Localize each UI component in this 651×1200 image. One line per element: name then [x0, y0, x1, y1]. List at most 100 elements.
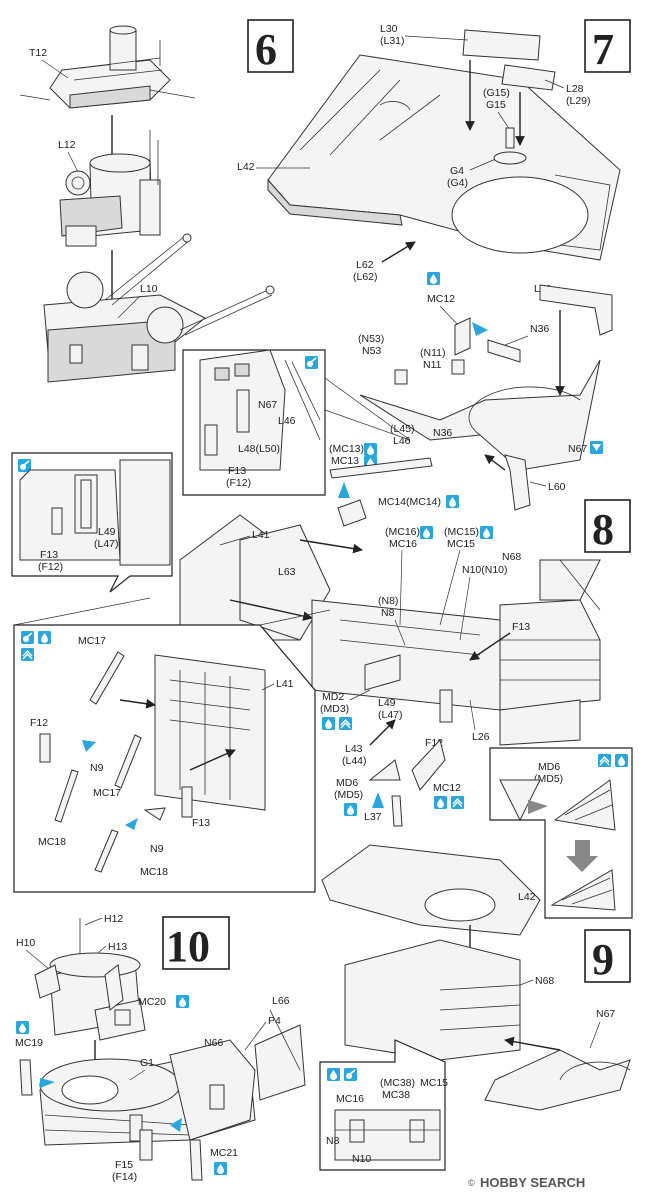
label-md2: MD2 [322, 691, 344, 703]
part-mc18 [54, 769, 79, 823]
paint-drop-icon [327, 1068, 340, 1081]
part-f12 [439, 689, 453, 723]
label-h10: H10 [16, 937, 35, 949]
paint-drop-icon [434, 796, 447, 809]
part-mc21 [189, 1139, 203, 1181]
grey-arrow [528, 800, 548, 814]
part-l30 [462, 29, 541, 61]
paint-drop-icon [38, 631, 51, 644]
label-n8-step9: N8 [326, 1135, 340, 1147]
superstructure-step9 [344, 939, 521, 1061]
label-l63: L63 [278, 566, 296, 578]
step-8-number: 8 [592, 505, 614, 554]
blue-arrow [82, 740, 96, 752]
label-n10-step9: N10 [352, 1153, 371, 1165]
paint-drop-icon [176, 995, 189, 1008]
label-n9-top: N9 [90, 762, 104, 774]
part-n36 [487, 339, 521, 363]
step-9-assembly: 9 L42 N68 N67 (MC38) MC38 MC15 MC16 N8 N… [319, 844, 631, 1171]
label-n53: N53 [362, 345, 381, 357]
label-mc38-paren: (MC38) [380, 1077, 415, 1089]
label-g4: G4 [450, 165, 464, 177]
label-mc15-step9: MC15 [420, 1077, 448, 1089]
label-l62-paren: (L62) [353, 271, 378, 283]
label-n66: N66 [204, 1037, 223, 1049]
label-l45: (L45) [390, 423, 415, 435]
label-l30: L30 [380, 23, 398, 35]
label-l26: L26 [472, 731, 490, 743]
part-l46 [329, 457, 433, 479]
label-mc13-paren: (MC13) [329, 443, 364, 455]
part-md6 [368, 759, 401, 781]
step-9-box [584, 929, 631, 983]
label-h13: H13 [108, 941, 127, 953]
label-mc18-bottom: MC18 [140, 866, 168, 878]
brush-icon [17, 458, 32, 473]
step-8-left-inset: L49 (L47) F13 (F12) [11, 452, 173, 593]
label-p4: P4 [268, 1015, 281, 1027]
label-l47-inset: (L47) [94, 538, 119, 550]
label-g15: G15 [486, 99, 506, 111]
label-g1: G1 [140, 1057, 154, 1069]
paint-drop-icon [615, 754, 628, 767]
top-platform-t12 [19, 25, 196, 109]
flip-icon [450, 795, 465, 810]
label-n67-step9: N67 [596, 1008, 615, 1020]
label-n9-bottom: N9 [150, 843, 164, 855]
label-n8: N8 [381, 607, 395, 619]
label-l28: L28 [566, 83, 584, 95]
flip-icon [338, 716, 353, 731]
part-mc19 [19, 1059, 33, 1096]
label-f13-step8: F13 [512, 621, 530, 633]
label-l62: L62 [356, 259, 374, 271]
flip-icon [20, 647, 35, 662]
deck-l42-step9 [321, 844, 541, 936]
label-mc17-bottom: MC17 [93, 787, 121, 799]
blue-arrow [372, 792, 384, 808]
part-f13-inset [181, 786, 193, 818]
label-mc15-paren: (MC15) [444, 526, 479, 538]
label-g4-paren: (G4) [447, 177, 468, 189]
label-l66: L66 [272, 995, 290, 1007]
paint-drop-icon [344, 803, 357, 816]
label-mc13: MC13 [331, 455, 359, 467]
label-f15: F15 [115, 1159, 133, 1171]
label-l46-step7: L46 [393, 435, 411, 447]
blue-arrow [40, 1078, 55, 1088]
label-f13-insetb: F13 [192, 817, 210, 829]
step-10-assembly: 10 H12 H13 H10 MC20 N66 P4 [15, 913, 306, 1183]
label-md6-inset: MD6 [538, 761, 560, 773]
paint-drop-icon [446, 495, 459, 508]
label-mc21: MC21 [210, 1147, 238, 1159]
label-n10: N10(N10) [462, 564, 508, 576]
label-l60: L60 [548, 481, 566, 493]
label-n67-inset: N67 [258, 399, 277, 411]
label-n68-step9: N68 [535, 975, 554, 987]
brush-icon [20, 630, 35, 645]
label-mc16-step9: MC16 [336, 1093, 364, 1105]
part-md2 [364, 654, 401, 691]
label-l42-step7: L42 [237, 161, 255, 173]
label-l29: (L29) [566, 95, 591, 107]
step-8-box [584, 499, 631, 553]
label-h12: H12 [104, 913, 123, 925]
step-10-number: 10 [166, 922, 210, 971]
label-mc15: MC15 [447, 538, 475, 550]
watermark-brand: HOBBY SEARCH [480, 1175, 585, 1190]
paint-drop-icon [16, 1021, 29, 1034]
label-n36-top: N36 [530, 323, 549, 335]
turret-h10 [34, 952, 146, 1041]
label-mc14: MC14(MC14) [378, 496, 441, 508]
label-mc12-step7: MC12 [427, 293, 455, 305]
label-l42-step9: L42 [518, 891, 536, 903]
part-l60 [504, 454, 531, 511]
label-n53-paren: (N53) [358, 333, 384, 345]
step-6-number: 6 [255, 25, 277, 74]
label-f14: (F14) [112, 1171, 137, 1183]
label-mc16: MC16 [389, 538, 417, 550]
paint-drop-icon [214, 1162, 227, 1175]
blue-arrow [472, 322, 488, 336]
label-mc38: MC38 [382, 1089, 410, 1101]
platform-n67 [359, 359, 601, 471]
brush-icon [343, 1067, 358, 1082]
